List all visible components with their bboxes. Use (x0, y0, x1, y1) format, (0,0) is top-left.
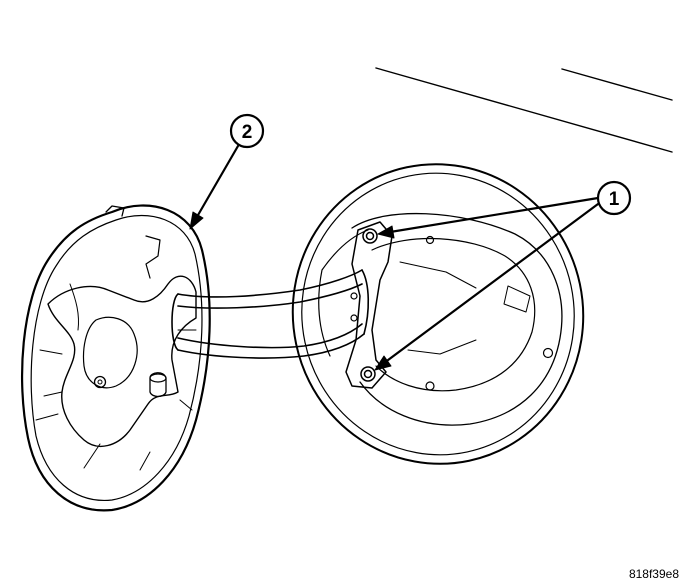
callout-2: 2 (229, 113, 265, 149)
figure-reference-code: 818f39e8 (628, 567, 679, 581)
filler-housing (291, 163, 585, 465)
leader-line-1-lower (378, 202, 600, 368)
body-panel-lines (375, 67, 673, 153)
callout-1: 1 (596, 180, 632, 216)
fuel-filler-door (21, 204, 211, 512)
hinge-bracket (345, 221, 393, 389)
leader-line-2 (192, 144, 240, 224)
mounting-nut-upper (362, 228, 378, 244)
mounting-nut-lower (360, 366, 376, 382)
hinge-arm (171, 269, 370, 359)
callout-2-label: 2 (242, 122, 253, 143)
leader-arrows (189, 144, 600, 371)
leader-line-1-upper (382, 196, 600, 235)
callout-1-label: 1 (609, 189, 620, 210)
